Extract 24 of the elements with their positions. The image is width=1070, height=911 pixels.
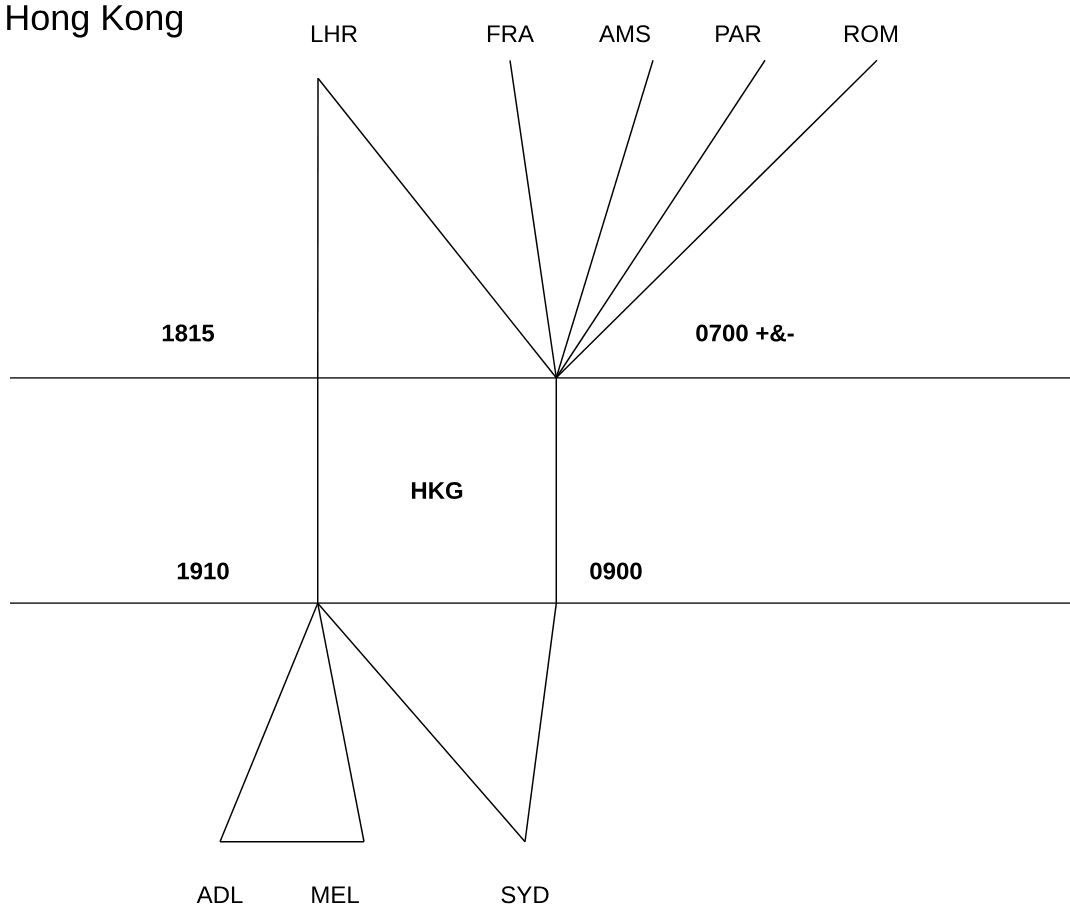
route-line: [317, 77, 319, 379]
time-label: 1910: [177, 562, 229, 580]
route-line: [317, 77, 557, 379]
airport-label: LHR: [311, 25, 357, 42]
airport-label: PAR: [716, 25, 761, 42]
route-line: [509, 59, 557, 379]
route-line: [555, 59, 878, 379]
time-label: 1815: [162, 324, 215, 342]
airport-label: FRA: [487, 25, 534, 42]
hub-box: HKG: [317, 377, 557, 604]
route-line: [555, 59, 654, 379]
route-line: [524, 602, 557, 843]
route-line: [317, 602, 526, 843]
airport-label: ROM: [845, 25, 898, 43]
airport-label: MEL: [312, 886, 359, 903]
time-label: 0700 +&-: [696, 324, 794, 342]
airport-label: AMS: [599, 25, 650, 43]
title: Hong Kong: [7, 5, 183, 38]
route-line: [219, 602, 319, 843]
route-line: [219, 841, 365, 843]
time-label: 0900: [590, 562, 642, 580]
route-line: [317, 602, 365, 843]
airport-label: ADL: [196, 886, 243, 903]
airport-label: SYD: [501, 886, 549, 904]
